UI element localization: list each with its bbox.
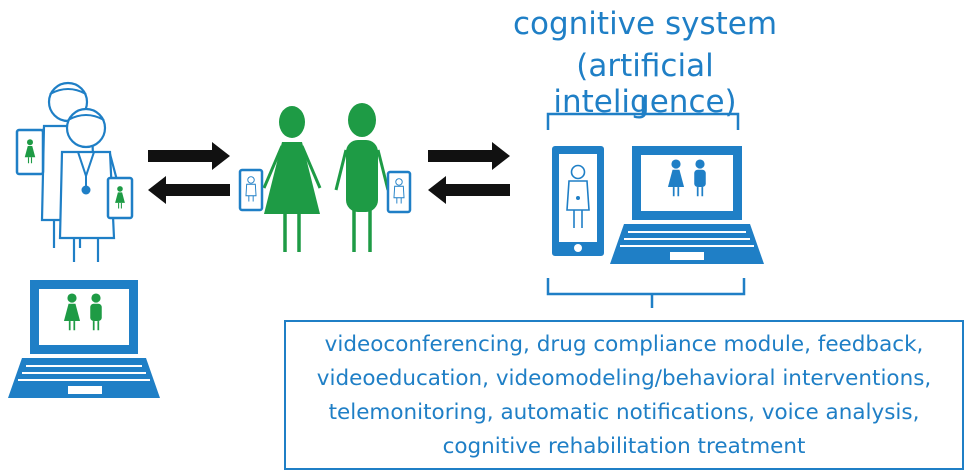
features-line: videoconferencing, drug compliance modul… <box>324 332 924 357</box>
bottom-brace <box>546 278 746 308</box>
doctors-group <box>15 81 134 262</box>
features-box: videoconferencing, drug compliance modul… <box>284 320 964 470</box>
patient-icon <box>262 106 322 252</box>
features-line: videoeducation, videomodeling/behavioral… <box>316 366 932 391</box>
patients-group <box>238 103 412 252</box>
patient-icon <box>334 103 390 252</box>
smartphone-icon <box>552 146 604 256</box>
smartphone-icon <box>386 170 412 214</box>
cognitive-system-title: cognitive system <box>512 6 778 42</box>
doctor-icon <box>566 164 590 228</box>
laptop-icon <box>610 146 764 264</box>
bidirectional-arrows-icon <box>428 142 510 204</box>
features-line: cognitive rehabilitation treatment <box>442 434 806 459</box>
doctor-icon <box>58 107 120 262</box>
smartphone-icon <box>15 128 45 176</box>
features-line: telemonitoring, automatic notifications,… <box>328 400 920 425</box>
smartphone-icon <box>106 176 134 220</box>
bidirectional-arrows-icon <box>148 142 230 204</box>
top-brace <box>546 98 740 130</box>
smartphone-icon <box>238 168 264 212</box>
laptop-icon <box>8 280 160 398</box>
